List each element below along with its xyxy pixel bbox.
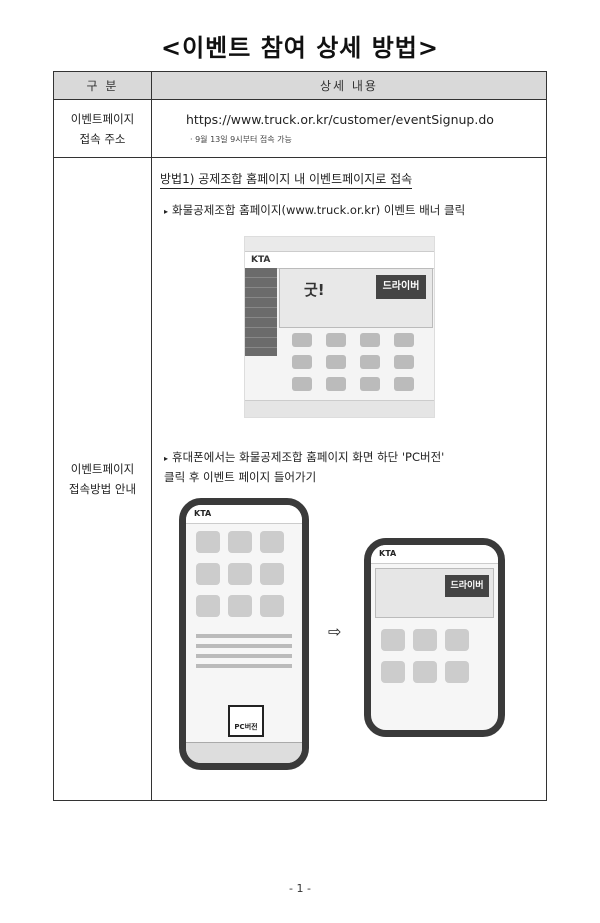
header-details: 상세 내용 [151,71,547,100]
phone-icon-grid [186,524,302,628]
screenshot-footer [245,400,434,417]
homepage-screenshot: KTA 굿! 드라이버 [244,236,435,418]
row-label-line: 접속 주소 [79,131,126,146]
page-number: - 1 - [289,882,311,895]
table-row-method: 이벤트페이지 접속방법 안내 방법1) 공제조합 홈페이지 내 이벤트페이지로 … [53,157,547,801]
table-row-address: 이벤트페이지 접속 주소 https://www.truck.or.kr/cus… [53,99,547,158]
phone-mobile-view: KTA PC버전 [179,498,309,770]
row-label-method: 이벤트페이지 접속방법 안내 [53,157,152,801]
phone-contact-lines [186,634,302,668]
event-banner[interactable]: 굿! 드라이버 [279,268,433,328]
row-label-address: 이벤트페이지 접속 주소 [53,99,152,158]
banner-box: 드라이버 [445,575,489,597]
phone-logo: KTA [186,505,302,524]
screenshot-logo: KTA [245,252,434,269]
access-time-note: · 9월 13일 9시부터 접속 가능 [190,135,292,144]
bullet-text: 클릭 후 이벤트 페이지 들어가기 [164,470,317,484]
banner-text: 굿! [304,281,325,299]
table-header-row: 구 분 상세 내용 [53,71,547,100]
page-title: <이벤트 참여 상세 방법> [160,34,439,62]
screenshot-topbar [245,237,434,252]
bullet-text: 화물공제조합 홈페이지(www.truck.or.kr) 이벤트 배너 클릭 [172,203,466,217]
event-url-link[interactable]: https://www.truck.or.kr/customer/eventSi… [186,112,494,127]
row-label-line: 접속방법 안내 [68,482,137,496]
bullet-text: 휴대폰에서는 화물공제조합 홈페이지 화면 하단 'PC버전' [172,450,445,464]
row-content-address: https://www.truck.or.kr/customer/eventSi… [151,99,547,158]
details-table: 구 분 상세 내용 이벤트페이지 접속 주소 https://www.truck… [53,71,547,801]
pc-version-button[interactable]: PC버전 [228,705,264,737]
phone-bottom-bar [186,742,302,763]
phone-pc-view: KTA 드라이버 [364,538,505,737]
screenshot-icon-grid [285,331,430,397]
triangle-bullet-icon: ▸ [164,207,169,216]
header-category: 구 분 [53,71,152,100]
triangle-bullet-icon: ▸ [164,454,169,463]
method1-heading: 방법1) 공제조합 홈페이지 내 이벤트페이지로 접속 [160,170,413,189]
bullet-item-banner: ▸화물공제조합 홈페이지(www.truck.or.kr) 이벤트 배너 클릭 [164,202,465,218]
banner-box: 드라이버 [376,275,426,299]
phone-icon-grid [371,622,498,694]
bullet-item-mobile: ▸휴대폰에서는 화물공제조합 홈페이지 화면 하단 'PC버전' 클릭 후 이벤… [164,448,544,487]
right-arrow-icon: ⇨ [328,622,342,641]
row-content-method: 방법1) 공제조합 홈페이지 내 이벤트페이지로 접속 ▸화물공제조합 홈페이지… [151,157,547,801]
screenshot-sidebar [245,268,277,356]
row-label-line: 이벤트페이지 [70,111,135,126]
row-label-line: 이벤트페이지 [70,462,135,476]
phone-logo: KTA [371,545,498,564]
event-banner[interactable]: 드라이버 [375,568,494,618]
